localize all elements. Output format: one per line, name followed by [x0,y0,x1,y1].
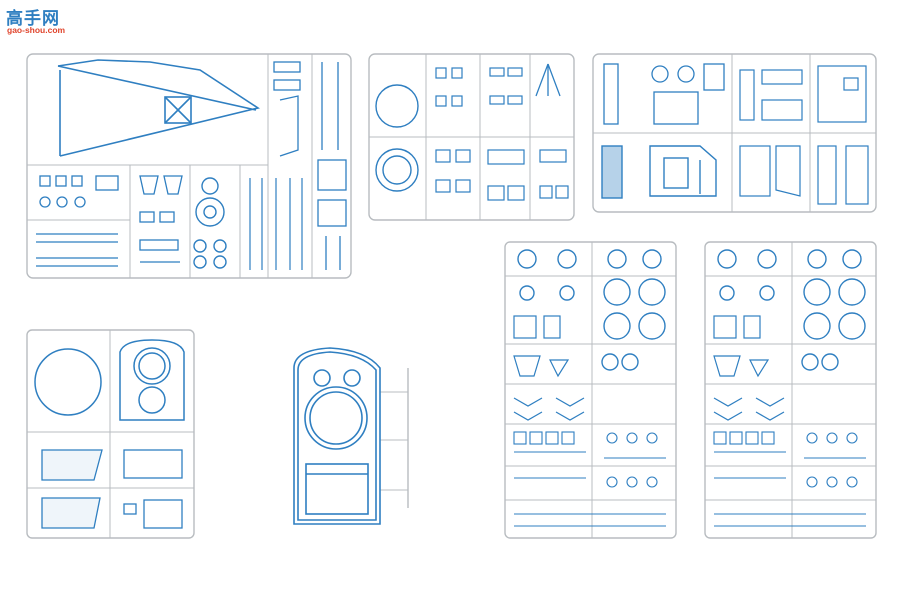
suspension-arm-parts [513,315,585,421]
boom-a-frame-part [57,59,260,157]
turret-roof-part [293,347,381,525]
suspension-arm-parts [713,315,785,421]
sprue-frame-hatches-boxes [592,53,877,213]
armor-plate-parts [41,449,183,529]
sprue-frame-small-parts-a [368,53,575,221]
turret-ring-part [34,348,102,416]
drive-sprocket-part [193,177,227,269]
stowage-box-parts [739,65,867,123]
sprue-frame-wheels-left [504,241,677,539]
round-hatch-parts [375,84,419,192]
sprue-frame-wheels-right [704,241,877,539]
plate-parts [739,145,869,205]
mantlet-housing-part [601,145,717,199]
watermark-domain-text: gao-shou.com [7,25,66,35]
road-wheel-parts [717,249,866,371]
small-parts-cluster-a [36,175,119,267]
bar-parts-column [273,61,347,270]
bracket-parts [603,63,725,125]
sprue-frame-cupola-plates [26,329,195,539]
rod-parts-cluster [249,178,303,270]
tripod-part [535,63,561,97]
sprue-frame-boom-wheels [26,53,352,279]
watermark-chinese-text: 高手网 [6,9,60,29]
small-parts-cluster-c [435,67,569,201]
gao-shou-watermark-logo: 高手网 gao-shou.com [6,4,76,38]
sprue-frame-turret-hull [293,347,409,525]
small-track-parts [713,431,866,527]
small-track-parts [513,431,666,527]
cupola-base-part [119,339,185,421]
road-wheel-parts [517,249,666,371]
small-parts-cluster-b [139,175,183,263]
